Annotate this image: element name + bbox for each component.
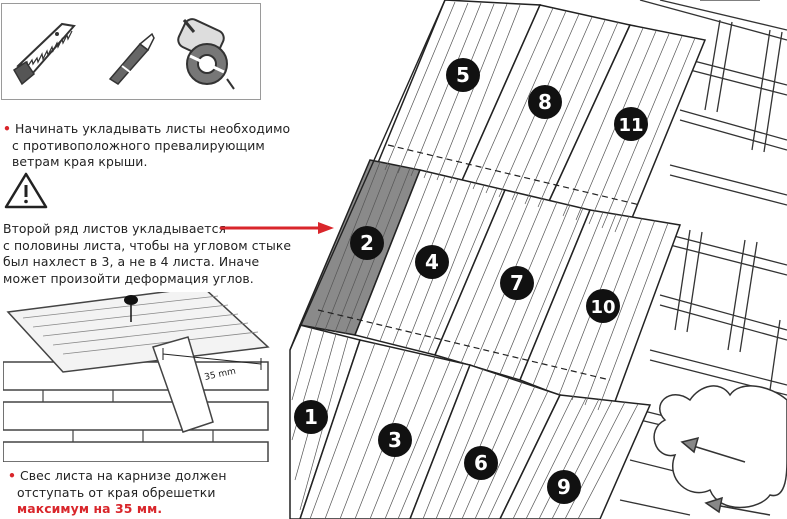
svg-text:6: 6 <box>474 451 488 475</box>
sheet-badge-7: 7 <box>500 266 534 300</box>
svg-text:11: 11 <box>618 115 643 136</box>
svg-text:2: 2 <box>360 231 374 255</box>
sheet-badge-8: 8 <box>528 85 562 119</box>
bullet-icon: • <box>3 121 12 136</box>
instruction-second-row: Второй ряд листов укладывается с половин… <box>3 221 292 286</box>
sheet-badge-4: 4 <box>415 245 449 279</box>
svg-text:9: 9 <box>557 475 571 499</box>
sheet-badge-2: 2 <box>350 226 384 260</box>
sheet-number-badges: 5 8 11 2 4 7 10 1 3 6 9 <box>294 58 648 504</box>
circular-saw-icon <box>177 18 235 90</box>
svg-text:3: 3 <box>388 428 402 452</box>
sheet-badge-3: 3 <box>378 423 412 457</box>
eave-detail-drawing: 35 mm <box>3 292 270 462</box>
warning-triangle-icon <box>4 172 48 209</box>
instruction-start-side: •Начинать укладывать листы необходимо с … <box>3 121 291 169</box>
sheet-badge-9: 9 <box>547 470 581 504</box>
svg-text:8: 8 <box>538 90 552 114</box>
svg-text:1: 1 <box>304 405 318 429</box>
svg-text:4: 4 <box>425 250 439 274</box>
sheet-badge-10: 10 <box>586 289 620 323</box>
sheet-badge-6: 6 <box>464 446 498 480</box>
sheet-badge-1: 1 <box>294 400 328 434</box>
svg-text:10: 10 <box>590 297 615 318</box>
bullet-icon: • <box>8 468 17 483</box>
wind-cloud-icon <box>653 385 787 516</box>
sheet-badge-11: 11 <box>614 107 648 141</box>
pointer-arrow-icon <box>220 222 334 234</box>
svg-text:5: 5 <box>456 63 470 87</box>
sheet-badge-5: 5 <box>446 58 480 92</box>
tools-panel <box>1 3 261 100</box>
instruction-overhang: •Свес листа на карнизе должен отступать … <box>8 468 227 516</box>
svg-text:7: 7 <box>510 271 524 295</box>
saw-icon <box>13 22 76 86</box>
utility-knife-icon <box>108 32 155 85</box>
batten-grid <box>619 0 787 516</box>
